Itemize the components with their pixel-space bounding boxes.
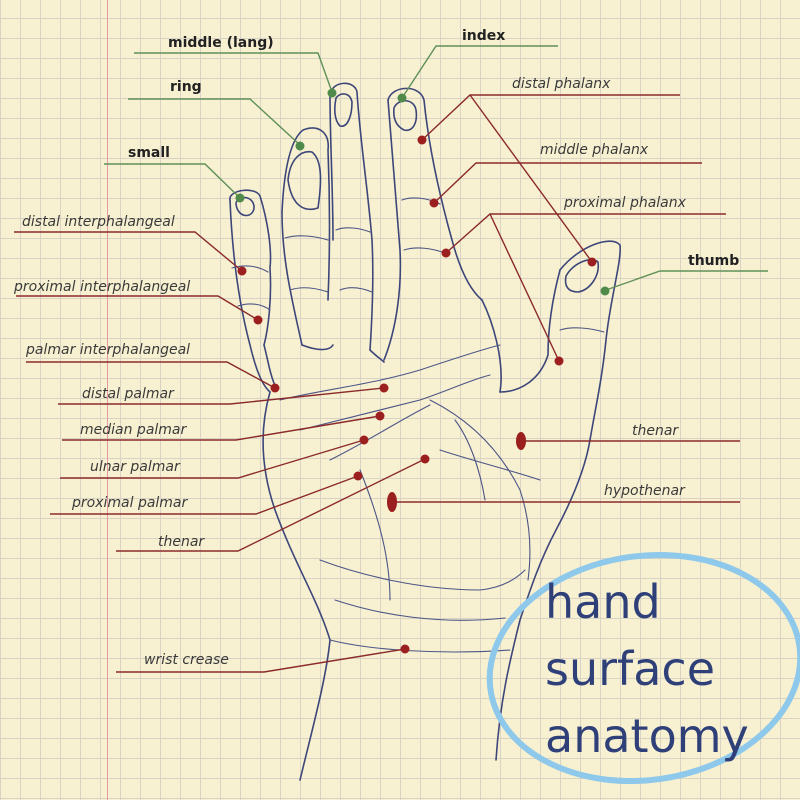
joint-markers (237, 135, 597, 654)
label-proximal-palmar: proximal palmar (71, 495, 189, 511)
marker-distal-phalanx (417, 135, 427, 145)
label-thenar-left: thenar (158, 534, 205, 550)
title-ring (486, 551, 800, 785)
marker-proximal-phalanx (441, 248, 451, 258)
marker-ring-tip (295, 141, 305, 151)
marker-index-tip (397, 93, 407, 103)
marker-small-tip (235, 193, 245, 203)
marker-thenar-crease (420, 454, 430, 464)
label-thenar-right: thenar (632, 423, 679, 439)
label-ring: ring (170, 79, 202, 95)
marker-proximal-palmar (353, 471, 363, 481)
marker-ulnar-palmar (359, 435, 369, 445)
marker-palmar-interphalangeal (270, 383, 280, 393)
label-wrist-crease: wrist crease (144, 652, 229, 668)
label-ulnar-palmar: ulnar palmar (90, 459, 181, 475)
title-group: hand surface anatomy (486, 551, 800, 785)
label-proximal-phalanx: proximal phalanx (563, 195, 687, 211)
label-middle-phalanx: middle phalanx (540, 142, 649, 158)
marker-hypothenar (387, 492, 397, 512)
label-palmar-interphalangeal: palmar interphalangeal (25, 342, 190, 358)
labels: middle (lang) ring small index thumb dis… (13, 28, 739, 668)
marker-distal-palmar (379, 383, 389, 393)
marker-middle-tip (327, 88, 337, 98)
label-hypothenar: hypothenar (604, 483, 686, 499)
marker-thenar (516, 432, 526, 450)
title-line-3: anatomy (545, 709, 749, 763)
leader-lines (14, 45, 768, 673)
marker-thumb (600, 286, 610, 296)
label-distal-palmar: distal palmar (82, 386, 175, 402)
label-distal-interphalangeal: distal interphalangeal (22, 214, 175, 230)
title-line-2: surface (545, 642, 715, 696)
notebook-margin-line (107, 0, 108, 800)
marker-thumb-proximal (554, 356, 564, 366)
marker-thumb-distal (587, 257, 597, 267)
marker-wrist-crease (400, 644, 410, 654)
marker-median-palmar (375, 411, 385, 421)
title-line-1: hand (545, 575, 661, 629)
finger-markers (235, 88, 610, 296)
label-middle: middle (lang) (168, 35, 274, 51)
hand-outline (229, 82, 622, 781)
label-distal-phalanx: distal phalanx (512, 76, 611, 92)
marker-middle-phalanx (429, 198, 439, 208)
label-median-palmar: median palmar (80, 422, 188, 438)
marker-distal-interphalangeal (237, 266, 247, 276)
label-small: small (128, 145, 170, 161)
label-index: index (462, 28, 505, 44)
label-proximal-interphalangeal: proximal interphalangeal (13, 279, 190, 295)
label-thumb: thumb (688, 253, 739, 269)
marker-proximal-interphalangeal (253, 315, 263, 325)
